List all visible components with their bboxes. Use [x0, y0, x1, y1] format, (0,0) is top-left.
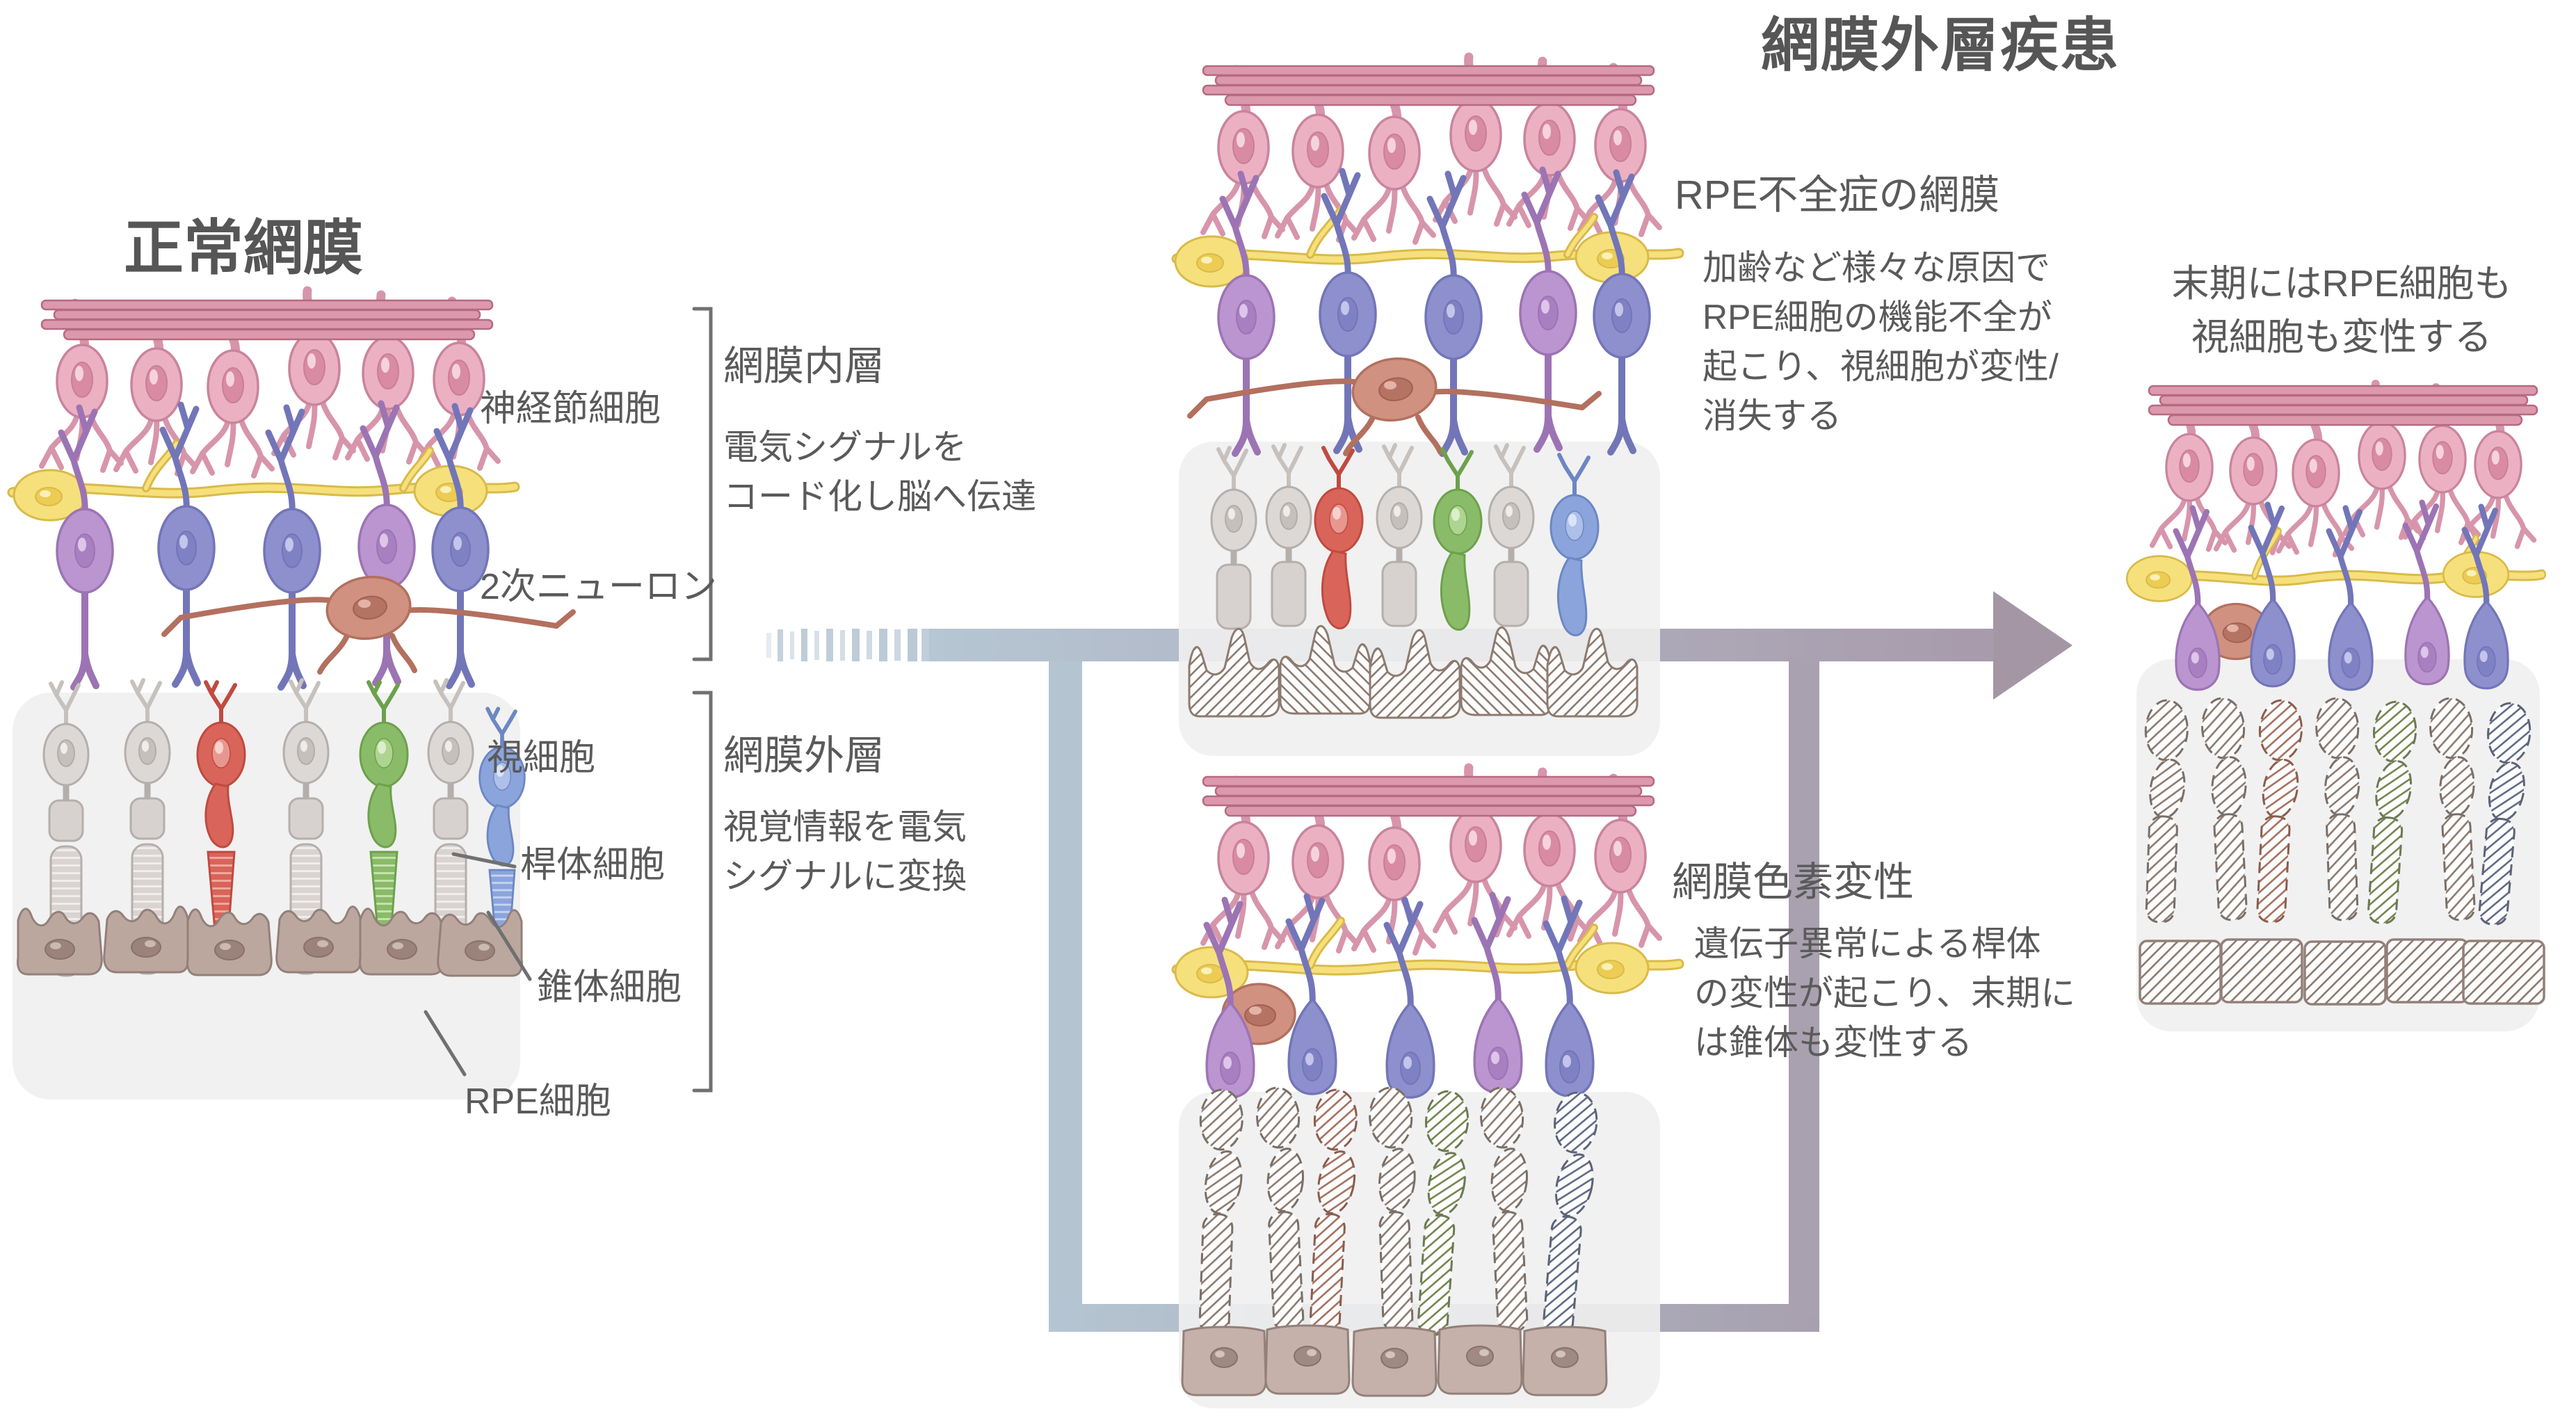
rpe-deficiency-title: RPE不全症の網膜	[1675, 172, 2000, 218]
rpe-cell-label: RPE細胞	[465, 1081, 611, 1122]
page-title: 網膜外層疾患	[1760, 13, 2120, 78]
end-stage-illustration	[2125, 384, 2545, 1006]
retinitis-pigmentosa-illustration	[1175, 768, 1679, 1397]
outer-layer-bracket	[692, 691, 713, 1093]
end-stage-desc: 末期にはRPE細胞も 視細胞も変性する	[2171, 263, 2512, 358]
normal-retina-illustration	[13, 291, 573, 976]
nerve-fiber-band	[1202, 65, 1655, 106]
normal-retina-title: 正常網膜	[124, 215, 363, 282]
inner-layer-bracket	[692, 307, 713, 661]
inner-layer-desc: 電気シグナルを コード化し脳へ伝達	[723, 428, 1036, 516]
arrow-streak-start	[766, 629, 930, 661]
normal-outer-layer-box	[13, 693, 520, 1100]
rpe-deficiency-desc: 加齢など様々な原因で RPE細胞の機能不全が 起こり、視細胞が変性/ 消失する	[1702, 248, 2059, 435]
ganglion-cell-label: 神経節細胞	[480, 389, 661, 429]
retinitis-pigmentosa-title: 網膜色素変性	[1672, 860, 1915, 905]
inner-layer-title: 網膜内層	[723, 344, 885, 389]
nerve-fiber-band	[40, 299, 494, 341]
outer-layer-desc: 視覚情報を電気 シグナルに変換	[723, 807, 967, 896]
nerve-fiber-band	[1202, 775, 1655, 817]
nerve-fiber-band	[2148, 385, 2538, 426]
secondary-neuron-label: 2次ニューロン	[480, 567, 717, 607]
cone-cell-label: 錐体細胞	[537, 967, 682, 1008]
rpe-leader-line	[424, 1010, 467, 1077]
photoreceptor-label: 視細胞	[487, 738, 596, 778]
degenerated-rpe-cells	[2139, 938, 2545, 1006]
outer-layer-title: 網膜外層	[723, 733, 885, 778]
retinitis-pigmentosa-desc: 遺伝子異常による桿体 の変性が起こり、末期に は錐体も変性する	[1694, 924, 2075, 1062]
rod-leader-line	[451, 852, 517, 869]
rod-cell-label: 桿体細胞	[520, 845, 666, 885]
cone-leader-line	[486, 910, 532, 981]
arrow-head	[1993, 591, 2072, 700]
rpe-deficiency-illustration	[1175, 57, 1679, 719]
